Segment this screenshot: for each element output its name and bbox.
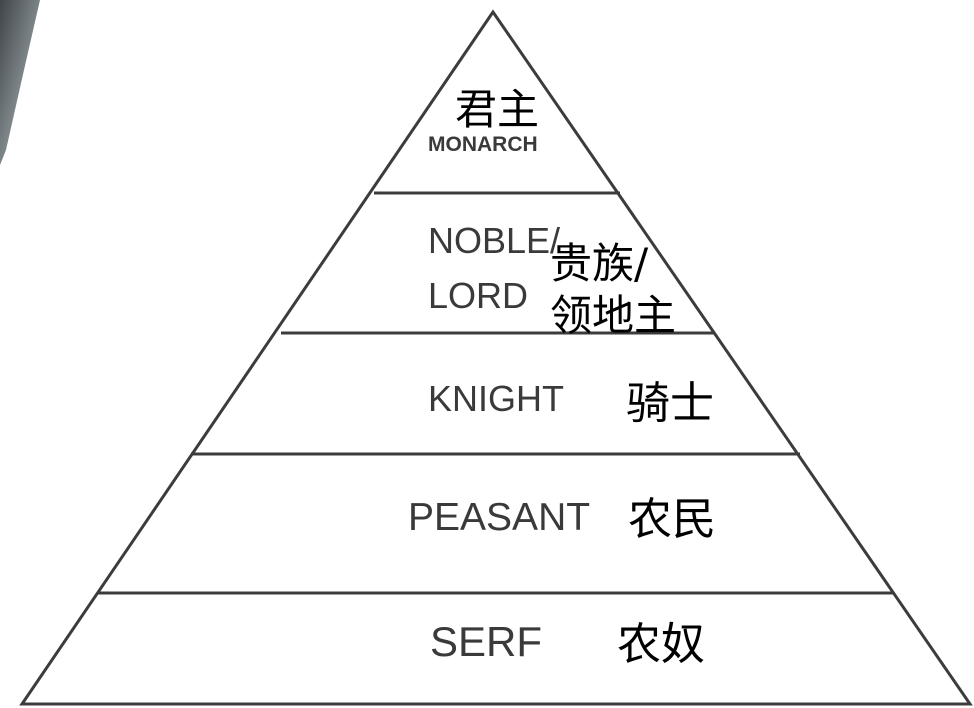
tier-noble-en-line2: LORD [428,275,528,316]
tier-peasant-en: PEASANT [408,496,590,539]
tier-knight-en: KNIGHT [428,378,564,419]
tier-monarch-en: MONARCH [428,133,538,156]
tier-peasant-zh: 农民 [628,494,716,545]
corner-shadow [0,0,40,165]
tier-monarch-zh: 君主 [455,85,539,134]
tier-knight-zh: 骑士 [626,378,714,429]
tier-noble-en-line1: NOBLE/ [428,220,560,261]
tier-serf-en: SERF [430,618,542,665]
tier-serf-zh: 农奴 [617,619,705,670]
tier-noble-zh-line1: 贵族/ [550,239,649,288]
tier-noble-zh-line2: 领地主 [550,291,676,340]
pyramid-outline [19,9,973,706]
